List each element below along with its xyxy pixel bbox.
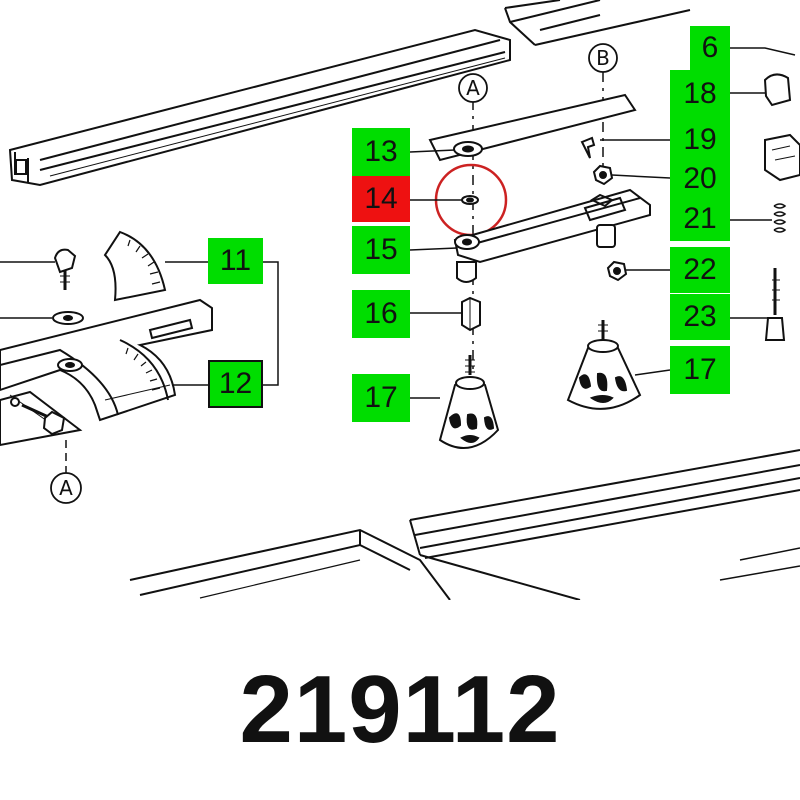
leader-lines <box>165 47 796 399</box>
knob-17-left <box>438 355 500 449</box>
spacer-15 <box>456 261 477 283</box>
callout-17-left[interactable]: 17 <box>352 374 410 422</box>
callout-23[interactable]: 23 <box>670 294 730 340</box>
marker-a-top: A <box>458 73 488 103</box>
callout-6[interactable]: 6 <box>690 26 730 70</box>
callout-16[interactable]: 16 <box>352 290 410 338</box>
marker-b-top-label: B <box>596 46 610 70</box>
marker-a-bottom-label: A <box>59 476 73 500</box>
marker-b-top: B <box>588 43 618 73</box>
thumb-screw <box>53 248 77 290</box>
callout-20[interactable]: 20 <box>670 157 730 201</box>
callout-21[interactable]: 21 <box>670 197 730 241</box>
part-number: 219112 <box>239 656 561 763</box>
miter-gauge-12 <box>0 298 213 422</box>
callout-19[interactable]: 19 <box>670 118 730 162</box>
clip-18 <box>763 73 792 107</box>
callout-14-highlighted[interactable]: 14 <box>352 176 410 222</box>
exploded-parts-drawing: A B A <box>0 0 800 600</box>
hex-bolt <box>10 397 66 436</box>
spring-21 <box>773 203 787 233</box>
pin-23 <box>764 268 786 341</box>
top-rail-profile <box>8 28 511 187</box>
callout-17-right[interactable]: 17 <box>670 346 730 394</box>
bracket-part <box>764 133 800 182</box>
hex-spacer-16 <box>461 296 481 332</box>
knob-17-right <box>566 320 642 410</box>
callout-12[interactable]: 12 <box>208 360 263 408</box>
guide-arm <box>453 188 651 264</box>
callout-18[interactable]: 18 <box>670 70 730 118</box>
upper-right-rail <box>504 0 691 46</box>
callout-11[interactable]: 11 <box>208 238 263 284</box>
callout-15[interactable]: 15 <box>352 226 410 274</box>
angle-scale-11 <box>103 230 167 302</box>
callout-22[interactable]: 22 <box>670 247 730 293</box>
marker-a-bottom: A <box>50 472 82 504</box>
callout-13[interactable]: 13 <box>352 128 410 176</box>
screw-19 <box>580 136 596 159</box>
top-plate-strip <box>428 93 637 162</box>
marker-a-top-label: A <box>466 76 480 100</box>
bottom-extrusion <box>409 449 800 600</box>
bottom-left-extrusion <box>129 528 451 600</box>
